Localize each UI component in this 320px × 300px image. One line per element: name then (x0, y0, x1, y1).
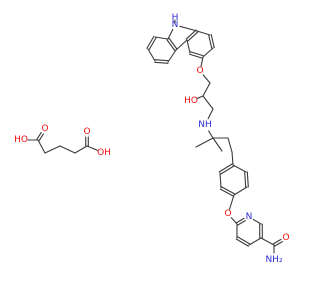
bond-d1-c6 (175, 39, 188, 51)
bond-O1-k1 (202, 74, 211, 84)
bond-b6-b1 (232, 164, 247, 173)
bond-s5-OH_b (86, 145, 99, 151)
bond-layer (27, 19, 283, 254)
bond-c6-c1-1 (168, 37, 178, 50)
bond-c2-c3-1 (146, 35, 155, 49)
bond-s1-O_a-1 (38, 133, 44, 142)
bond-d1-d2 (186, 39, 191, 54)
bond-c5-c6 (167, 49, 177, 63)
bond-b1-b2-0 (220, 165, 235, 175)
atom-label-Npy: N (246, 212, 253, 222)
bond-c2-c3-0 (148, 37, 157, 51)
bond-s2-s3 (44, 145, 61, 154)
atom-label-O_a: O (41, 124, 48, 134)
bond-k1-k2 (202, 82, 211, 97)
atom-label-OH: HO (184, 96, 198, 106)
bond-b4-b5 (233, 186, 248, 196)
bond-s3-s4 (59, 145, 76, 154)
bond-p1-Npy-1 (237, 220, 246, 226)
bond-k2-k3 (202, 95, 214, 110)
atom-label-Oam: O (282, 233, 289, 243)
bond-Npy-p3 (252, 218, 262, 225)
atom-label-OH_b: OH (97, 148, 111, 158)
bond-Ncarb-c1 (167, 28, 174, 40)
bond-b2-b3 (219, 172, 222, 189)
bond-d5-d6 (196, 30, 211, 36)
bond-c1-c2 (154, 36, 169, 40)
atom-label-O1: O (196, 66, 203, 76)
bond-b5-b6-0 (244, 171, 247, 188)
bond-d4-d5-1 (210, 34, 215, 49)
bond-s1-s2 (37, 139, 46, 154)
bond-d4-d5-0 (208, 34, 213, 49)
bond-p4-am (260, 237, 275, 246)
bond-c6-c1-0 (166, 39, 176, 52)
atom-label-Ncarb: N (172, 20, 179, 30)
bond-p5-p6-0 (235, 238, 249, 247)
bond-d2-d3-0 (189, 51, 204, 57)
bond-b3-b4-1 (219, 188, 234, 197)
bond-c3-c4 (147, 48, 156, 62)
bond-b1-b2-1 (218, 163, 233, 173)
atom-label-NH2: NH₂ (265, 255, 283, 265)
bond-NH-q (208, 130, 214, 139)
bond-am-Oam-1 (274, 241, 283, 247)
bond-k3-NH (207, 108, 214, 120)
bond-k2-OH (196, 95, 204, 99)
bond-d6-d1-0 (187, 31, 199, 42)
bond-d2-d3-1 (189, 53, 204, 59)
bond-c4-c5-0 (154, 59, 169, 62)
bond-s1-O_a-0 (36, 131, 42, 140)
bond-p5-p6-1 (237, 236, 251, 245)
bond-b5-b6-1 (246, 171, 249, 188)
bond-q-me1 (195, 137, 214, 148)
bond-d6-d1-1 (185, 29, 197, 40)
bond-q-me2 (212, 137, 223, 152)
bond-p4-p5 (248, 237, 262, 246)
bond-k5-b1 (231, 151, 234, 166)
bond-b3-b4-0 (221, 186, 236, 195)
bond-c4-c5-1 (154, 61, 169, 64)
bond-s4-s5 (74, 145, 88, 154)
bond-b4-O2 (228, 194, 235, 210)
bond-d3-d4 (202, 47, 214, 58)
atom-label-NH: NH (198, 120, 212, 130)
atom-label-NH_carb: H (172, 13, 179, 23)
bond-am-Oam-0 (272, 238, 282, 245)
bond-p1-Npy-0 (235, 217, 245, 224)
atom-label-O_b: O (83, 127, 90, 137)
atom-label-O2: O (224, 209, 231, 219)
bond-k4-k5 (227, 137, 233, 153)
bond-Ncarb-d6 (179, 25, 198, 32)
atom-label-HO_a: HO (14, 135, 28, 145)
bond-d3-O1 (200, 56, 204, 67)
